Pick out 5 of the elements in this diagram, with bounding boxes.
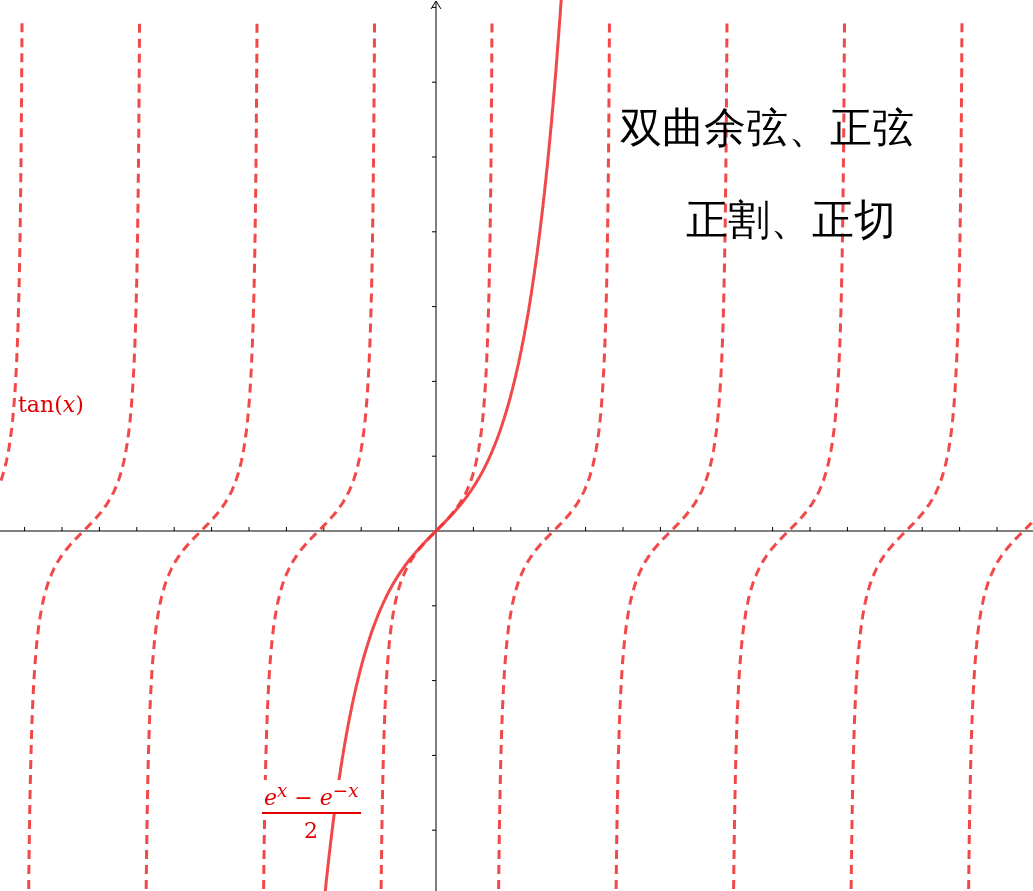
formula-numerator: e$^{x}$ − e$^{−x}$ bbox=[262, 780, 361, 815]
heading-text: 双曲余弦、正弦 bbox=[620, 102, 914, 154]
function-label: tan(x) bbox=[18, 392, 84, 417]
heading-text: 正割、正切 bbox=[686, 194, 896, 246]
formula-denominator: 2 bbox=[304, 818, 318, 843]
